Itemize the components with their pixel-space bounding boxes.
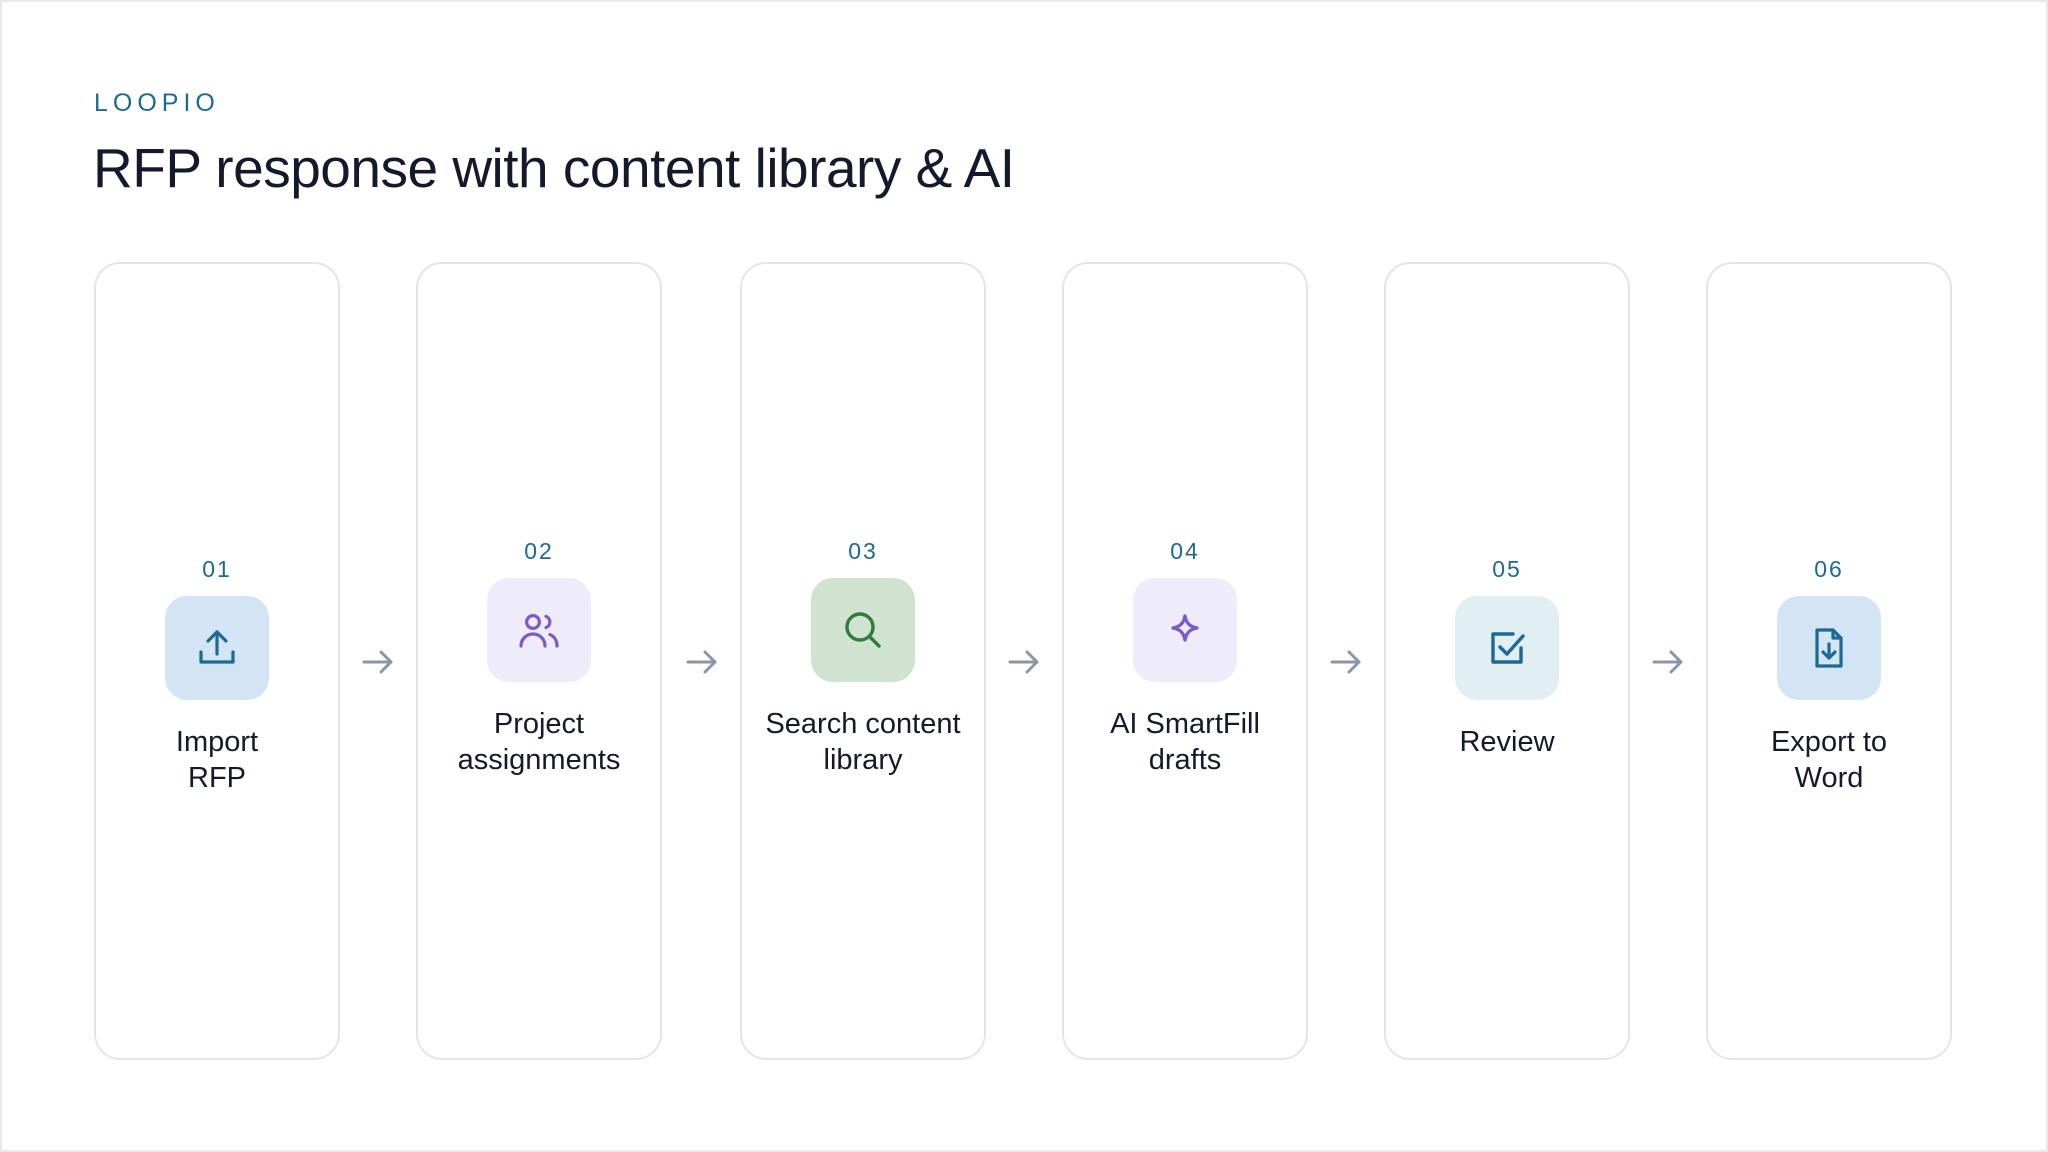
step-card-export-to-word: 06 Export to Word [1706,262,1952,1060]
step-label: Export to Word [1770,726,1888,794]
step-card-import-rfp: 01 Import RFP [94,262,340,1060]
brand-label: LOOPIO [94,89,220,117]
step-label: Project assignments [457,708,621,776]
upload-icon [165,596,269,700]
step-card-ai-smartfill-drafts: 04 AI SmartFill drafts [1062,262,1308,1060]
step-card-project-assignments: 02 Project assignments [416,262,662,1060]
step-number: 04 [1170,538,1200,564]
arrow-right-icon [1008,650,1039,674]
users-icon [487,578,591,682]
step-label: Search content library [765,708,961,776]
step-number: 01 [202,556,232,582]
step-number: 03 [848,538,878,564]
page-title: RFP response with content library & AI [93,137,1015,199]
sparkle-icon [1133,578,1237,682]
arrow-right-icon [362,650,393,674]
arrow-right-icon [686,650,717,674]
step-label: Import RFP [175,726,259,794]
file-download-icon [1777,596,1881,700]
step-label: AI SmartFill drafts [1110,708,1260,776]
step-card-review: 05 Review [1384,262,1630,1060]
step-label: Review [1459,726,1555,758]
step-card-search-content-library: 03 Search content library [740,262,986,1060]
search-icon [811,578,915,682]
step-number: 06 [1814,556,1844,582]
step-number: 02 [524,538,554,564]
arrow-right-icon [1652,650,1683,674]
step-number: 05 [1492,556,1522,582]
arrow-right-icon [1330,650,1361,674]
checkbox-icon [1455,596,1559,700]
